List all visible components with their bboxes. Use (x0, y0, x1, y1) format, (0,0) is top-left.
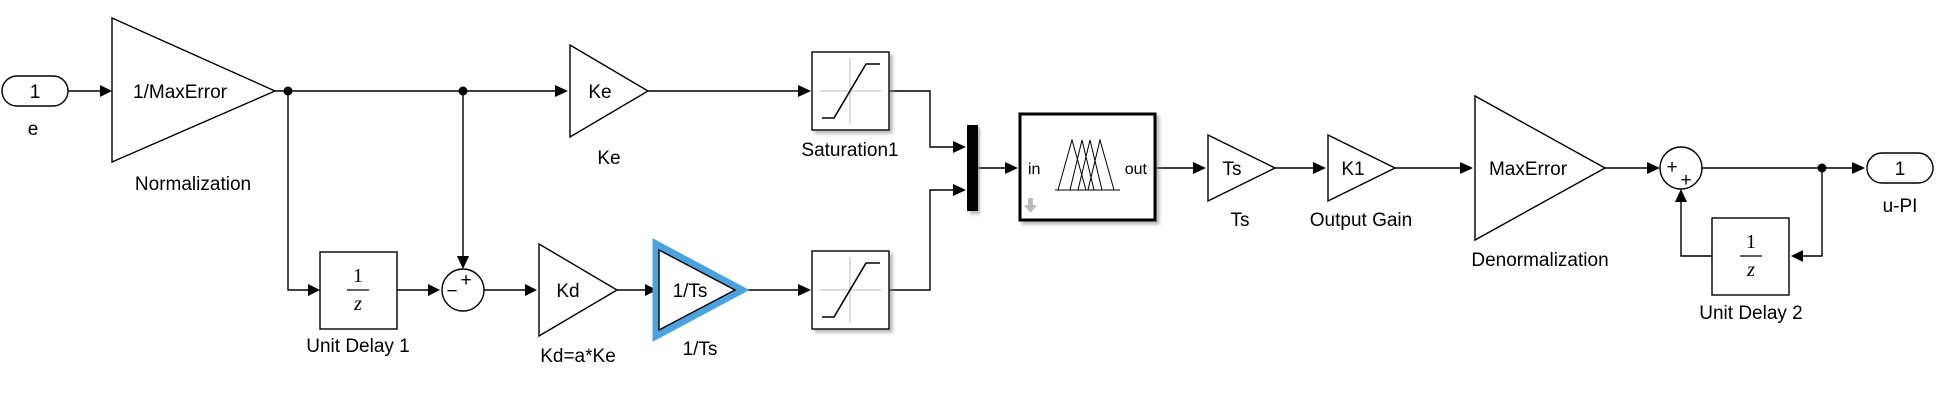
kd-gain-text: Kd (556, 281, 579, 302)
denormalization-gain-block[interactable]: MaxError Denormalization (1471, 94, 1609, 271)
unit-delay1-denominator: z (353, 293, 362, 315)
sum1-minus-sign: − (446, 281, 457, 302)
unit-delay2-label: Unit Delay 2 (1699, 303, 1803, 324)
output-gain-block[interactable]: K1 Output Gain (1310, 133, 1412, 231)
sum2-plus-bottom: + (1680, 170, 1691, 191)
ts-gain-text: Ts (1223, 159, 1242, 180)
unit-delay1-label: Unit Delay 1 (306, 336, 410, 357)
saturation1-label: Saturation1 (801, 140, 898, 161)
sum2-plus-left: + (1666, 157, 1677, 178)
unit-delay2-denominator: z (1746, 259, 1755, 281)
normalization-gain-block[interactable]: 1/MaxError Normalization (111, 16, 277, 195)
output-gain-text: K1 (1341, 159, 1364, 180)
mask-arrow-icon (1024, 198, 1037, 213)
inport-e[interactable]: 1 e (1, 75, 69, 140)
fuzzy-logic-controller-block[interactable]: in out (1018, 112, 1157, 222)
sum2-block[interactable]: + + (1659, 146, 1703, 191)
mux-block[interactable] (967, 125, 978, 211)
unit-delay1-numerator: 1 (353, 265, 363, 287)
selection-highlight (652, 238, 750, 342)
denormalization-gain-text: MaxError (1489, 159, 1568, 180)
outport-label: u-PI (1883, 196, 1918, 217)
fuzzy-out-port-label: out (1125, 161, 1148, 178)
signal-lines (68, 85, 1865, 296)
ke-gain-text: Ke (588, 82, 611, 103)
unit-delay1-block[interactable]: 1 z Unit Delay 1 (306, 251, 410, 357)
ts-inverse-gain-text: 1/Ts (673, 281, 708, 302)
output-gain-label: Output Gain (1310, 210, 1412, 231)
outport-u-pi[interactable]: 1 u-PI (1866, 152, 1934, 217)
outport-number: 1 (1895, 159, 1906, 180)
ts-inverse-gain-label: 1/Ts (683, 339, 718, 360)
ts-gain-block[interactable]: Ts Ts (1207, 133, 1277, 231)
sum1-block[interactable]: − + (441, 268, 485, 312)
unit-delay2-block[interactable]: 1 z Unit Delay 2 (1699, 217, 1803, 324)
normalization-label: Normalization (135, 174, 251, 195)
fuzzy-in-port-label: in (1028, 161, 1040, 178)
inport-label: e (28, 119, 39, 140)
ke-gain-label: Ke (597, 148, 620, 169)
kd-gain-label: Kd=a*Ke (540, 346, 616, 367)
saturation-icon (820, 58, 881, 124)
inport-number: 1 (30, 82, 41, 103)
saturation-icon (820, 257, 881, 323)
ke-gain-block[interactable]: Ke Ke (569, 43, 650, 169)
denormalization-label: Denormalization (1471, 250, 1608, 271)
kd-gain-block[interactable]: Kd Kd=a*Ke (538, 242, 619, 367)
normalization-gain-text: 1/MaxError (133, 82, 228, 103)
unit-delay2-numerator: 1 (1746, 231, 1756, 253)
sum1-plus-sign: + (460, 270, 471, 291)
ts-inverse-gain-block[interactable]: 1/Ts 1/Ts (652, 238, 750, 360)
membership-functions-icon (1055, 138, 1120, 191)
ts-gain-label: Ts (1231, 210, 1250, 231)
saturation-block[interactable] (811, 250, 890, 330)
branch-point (283, 86, 293, 96)
saturation1-block[interactable]: Saturation1 (801, 51, 899, 161)
branch-point (458, 86, 468, 96)
branch-point (1817, 163, 1827, 173)
